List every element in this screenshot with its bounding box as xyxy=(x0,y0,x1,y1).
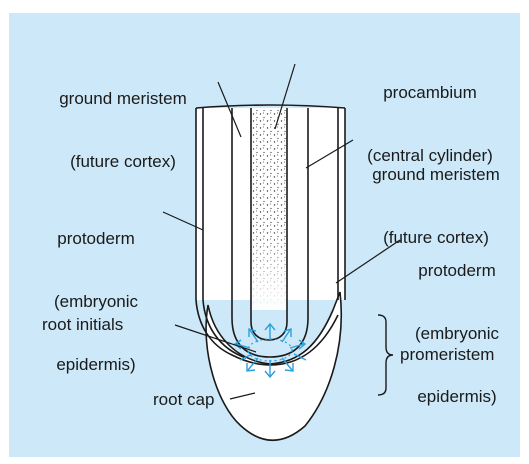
label-root-cap: root cap xyxy=(153,389,214,410)
label-line: protoderm xyxy=(36,228,156,249)
label-line: ground meristem xyxy=(354,164,518,185)
label-line: epidermis) xyxy=(36,354,156,375)
label-line: procambium xyxy=(346,82,514,103)
label-line: (embryonic xyxy=(36,291,156,312)
label-line: (future cortex) xyxy=(38,151,208,172)
label-root-initials: root initials xyxy=(42,314,123,335)
label-protoderm-left: protoderm (embryonic epidermis) xyxy=(36,186,156,417)
label-protoderm-right: protoderm (embryonic epidermis) xyxy=(400,218,514,449)
label-line: ground meristem xyxy=(38,88,208,109)
label-line: epidermis) xyxy=(400,386,514,407)
label-promeristem: promeristem xyxy=(400,344,494,365)
promeristem-brace xyxy=(378,315,393,395)
label-line: (embryonic xyxy=(400,323,514,344)
label-line: protoderm xyxy=(400,260,514,281)
root-cap xyxy=(206,292,341,440)
